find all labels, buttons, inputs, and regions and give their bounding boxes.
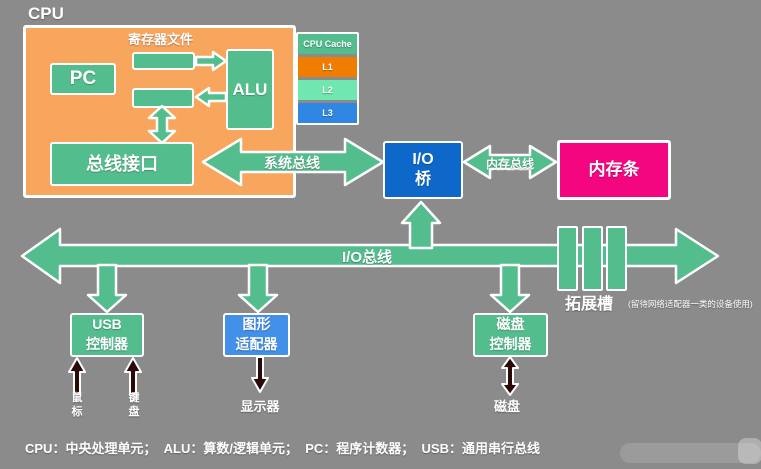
alu-box: ALU <box>226 49 274 130</box>
bus-to-usb-arrow <box>86 263 128 314</box>
register-bottom-box <box>132 88 194 108</box>
cpu-cache-legend: CPU Cache L1 L2 L3 <box>296 32 359 125</box>
memory-box: 内存条 <box>557 140 671 200</box>
bus-to-disk-arrow <box>489 263 531 314</box>
watermark-cursor <box>738 438 761 464</box>
legend-caption: CPU：中央处理单元； ALU：算数/逻辑单元； PC：程序计数器； USB：通… <box>25 441 540 456</box>
bus-to-graphics-arrow <box>237 263 279 314</box>
disk-controller-box: 磁盘 控制器 <box>473 313 548 357</box>
expansion-slot-3 <box>606 226 627 291</box>
register-top-box <box>132 52 195 70</box>
graphics-adapter-box: 图形 适配器 <box>223 313 290 357</box>
disk-label: 磁盘 <box>493 399 520 414</box>
watermark <box>620 443 761 463</box>
cache-legend-header: CPU Cache <box>298 34 357 54</box>
expansion-slot-2 <box>582 226 603 291</box>
bus-interface-box: 总线接口 <box>50 142 194 186</box>
cache-l3: L3 <box>298 103 357 123</box>
register-file-label: 寄存器文件 <box>128 32 194 47</box>
io-bus-label: I/O总线 <box>342 249 393 266</box>
bus-to-bridge-arrow <box>400 200 442 250</box>
monitor-label: 显示器 <box>240 399 280 414</box>
mouse-label: 鼠 标 <box>71 392 83 418</box>
io-bridge-box: I/O 桥 <box>383 141 463 199</box>
expansion-slot-1 <box>557 226 578 291</box>
expansion-slot-note: (留待网络适配器一类的设备使用) <box>628 299 753 309</box>
memory-bus-label: 内存总线 <box>486 157 535 171</box>
cache-l2: L2 <box>298 80 357 100</box>
keyboard-label: 键 盘 <box>128 392 140 418</box>
cpu-title: CPU <box>28 4 64 23</box>
usb-controller-box: USB 控制器 <box>70 313 144 357</box>
keyboard-to-usb-arrow <box>124 357 142 395</box>
graphics-to-monitor-arrow <box>251 356 269 393</box>
mouse-to-usb-arrow <box>68 357 86 395</box>
disk-double-arrow <box>501 356 519 396</box>
cache-l1: L1 <box>298 57 357 77</box>
expansion-slot-label: 拓展槽 <box>565 296 614 313</box>
pc-box: PC <box>50 63 116 95</box>
system-bus-label: 系统总线 <box>264 155 320 171</box>
